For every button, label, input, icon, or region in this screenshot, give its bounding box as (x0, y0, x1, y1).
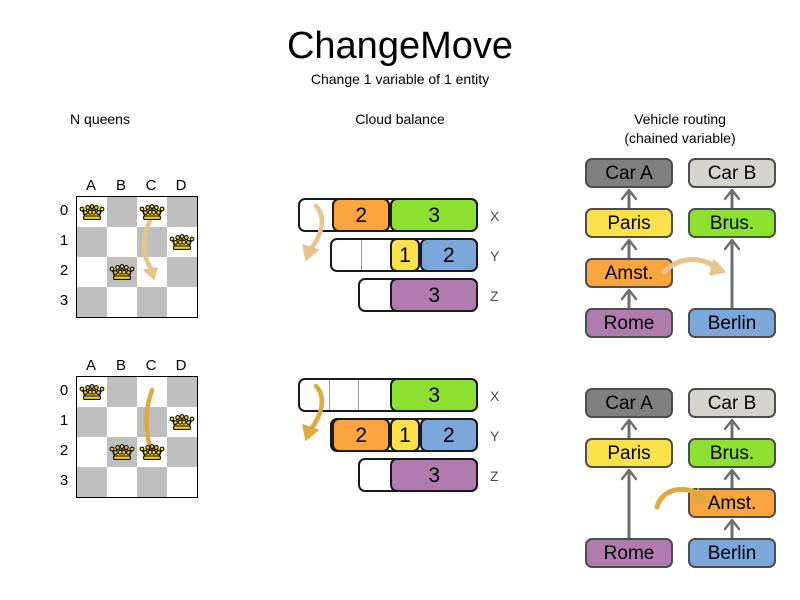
board-cell-b1[interactable] (107, 227, 137, 257)
board-cell-b0[interactable] (107, 197, 137, 227)
cloud-empty-slot-divider (358, 380, 360, 410)
board-cell-a3[interactable] (77, 467, 107, 497)
board-cell-b2[interactable] (107, 257, 137, 287)
board-column-label-d: D (175, 357, 187, 374)
board-cell-a2[interactable] (77, 257, 107, 287)
vrp-node-amst[interactable]: Amst. (585, 258, 673, 288)
cloud-computer-label-x: X (490, 388, 500, 404)
section-header-vehicle-routing: Vehicle routing (chained variable) (580, 110, 780, 148)
board-cell-a3[interactable] (77, 287, 107, 317)
board-cell-a0[interactable] (77, 197, 107, 227)
board-column-label-a: A (85, 357, 96, 374)
vrp-node-brus[interactable]: Brus. (688, 438, 776, 468)
cloud-process-3[interactable]: 3 (390, 378, 478, 412)
vrp-node-cara[interactable]: Car A (585, 388, 673, 418)
section-header-cloud-balance: Cloud balance (355, 111, 445, 127)
cloud-computer-label-z: Z (490, 468, 499, 484)
vrp-node-berlin[interactable]: Berlin (688, 308, 776, 338)
chessboard-grid (76, 376, 198, 498)
section-header-vrp-line1: Vehicle routing (634, 111, 726, 127)
section-header-nqueens: N queens (70, 111, 130, 127)
vrp-node-berlin[interactable]: Berlin (688, 538, 776, 568)
board-cell-d1[interactable] (167, 227, 197, 257)
page-title: ChangeMove (286, 25, 514, 67)
vrp-node-carb[interactable]: Car B (688, 158, 776, 188)
board-row-label-0: 0 (59, 382, 69, 399)
cloud-empty-slot-divider (329, 380, 331, 410)
cloud-process-1[interactable]: 1 (390, 418, 420, 452)
board-column-label-b: B (115, 177, 126, 194)
board-row-label-2: 2 (59, 442, 69, 459)
board-cell-b3[interactable] (107, 467, 137, 497)
board-column-label-a: A (85, 177, 96, 194)
board-cell-d3[interactable] (167, 287, 197, 317)
board-cell-d3[interactable] (167, 467, 197, 497)
cloud-process-3[interactable]: 3 (390, 458, 478, 492)
board-cell-a0[interactable] (77, 377, 107, 407)
board-cell-d2[interactable] (167, 437, 197, 467)
board-row-label-0: 0 (59, 202, 69, 219)
page-subtitle: Change 1 variable of 1 entity (310, 71, 490, 87)
board-cell-c0[interactable] (137, 377, 167, 407)
vrp-node-brus[interactable]: Brus. (688, 208, 776, 238)
board-cell-b1[interactable] (107, 407, 137, 437)
vrp-node-carb[interactable]: Car B (688, 388, 776, 418)
board-row-label-3: 3 (59, 292, 69, 309)
board-cell-d1[interactable] (167, 407, 197, 437)
cloud-computer-label-z: Z (490, 288, 499, 304)
cloud-process-3[interactable]: 3 (390, 198, 478, 232)
board-cell-b0[interactable] (107, 377, 137, 407)
board-cell-a2[interactable] (77, 437, 107, 467)
board-cell-c3[interactable] (137, 287, 167, 317)
board-cell-c2[interactable] (137, 437, 167, 467)
vrp-node-paris[interactable]: Paris (585, 438, 673, 468)
section-header-vrp-line2: (chained variable) (624, 130, 736, 146)
cloud-computer-label-y: Y (490, 428, 500, 444)
board-cell-c2[interactable] (137, 257, 167, 287)
vrp-node-amst[interactable]: Amst. (688, 488, 776, 518)
cloud-process-2[interactable]: 2 (332, 418, 391, 452)
board-cell-d2[interactable] (167, 257, 197, 287)
vrp-node-rome[interactable]: Rome (585, 538, 673, 568)
board-cell-d0[interactable] (167, 377, 197, 407)
board-row-label-2: 2 (59, 262, 69, 279)
board-column-label-c: C (145, 177, 157, 194)
board-column-label-b: B (115, 357, 126, 374)
cloud-process-2[interactable]: 2 (419, 238, 478, 272)
vrp-node-rome[interactable]: Rome (585, 308, 673, 338)
board-row-label-3: 3 (59, 472, 69, 489)
board-cell-b2[interactable] (107, 437, 137, 467)
vrp-node-paris[interactable]: Paris (585, 208, 673, 238)
board-cell-d0[interactable] (167, 197, 197, 227)
cloud-empty-slot-divider (361, 240, 363, 270)
board-row-label-1: 1 (59, 232, 69, 249)
board-cell-c1[interactable] (137, 227, 167, 257)
chessboard-before: A B C D 0 1 2 3 (30, 177, 198, 328)
cloud-computer-label-y: Y (490, 248, 500, 264)
chessboard-after: A B C D 0 1 2 3 (30, 357, 198, 508)
board-cell-a1[interactable] (77, 407, 107, 437)
board-cell-c0[interactable] (137, 197, 167, 227)
board-column-label-d: D (175, 177, 187, 194)
cloud-process-1[interactable]: 1 (390, 238, 420, 272)
board-row-label-1: 1 (59, 412, 69, 429)
cloud-process-3[interactable]: 3 (390, 278, 478, 312)
chessboard-grid (76, 196, 198, 318)
cloud-process-2[interactable]: 2 (419, 418, 478, 452)
vrp-node-cara[interactable]: Car A (585, 158, 673, 188)
board-column-label-c: C (145, 357, 157, 374)
board-cell-c1[interactable] (137, 407, 167, 437)
cloud-process-2[interactable]: 2 (332, 198, 391, 232)
board-cell-c3[interactable] (137, 467, 167, 497)
cloud-computer-label-x: X (490, 208, 500, 224)
board-cell-a1[interactable] (77, 227, 107, 257)
board-cell-b3[interactable] (107, 287, 137, 317)
